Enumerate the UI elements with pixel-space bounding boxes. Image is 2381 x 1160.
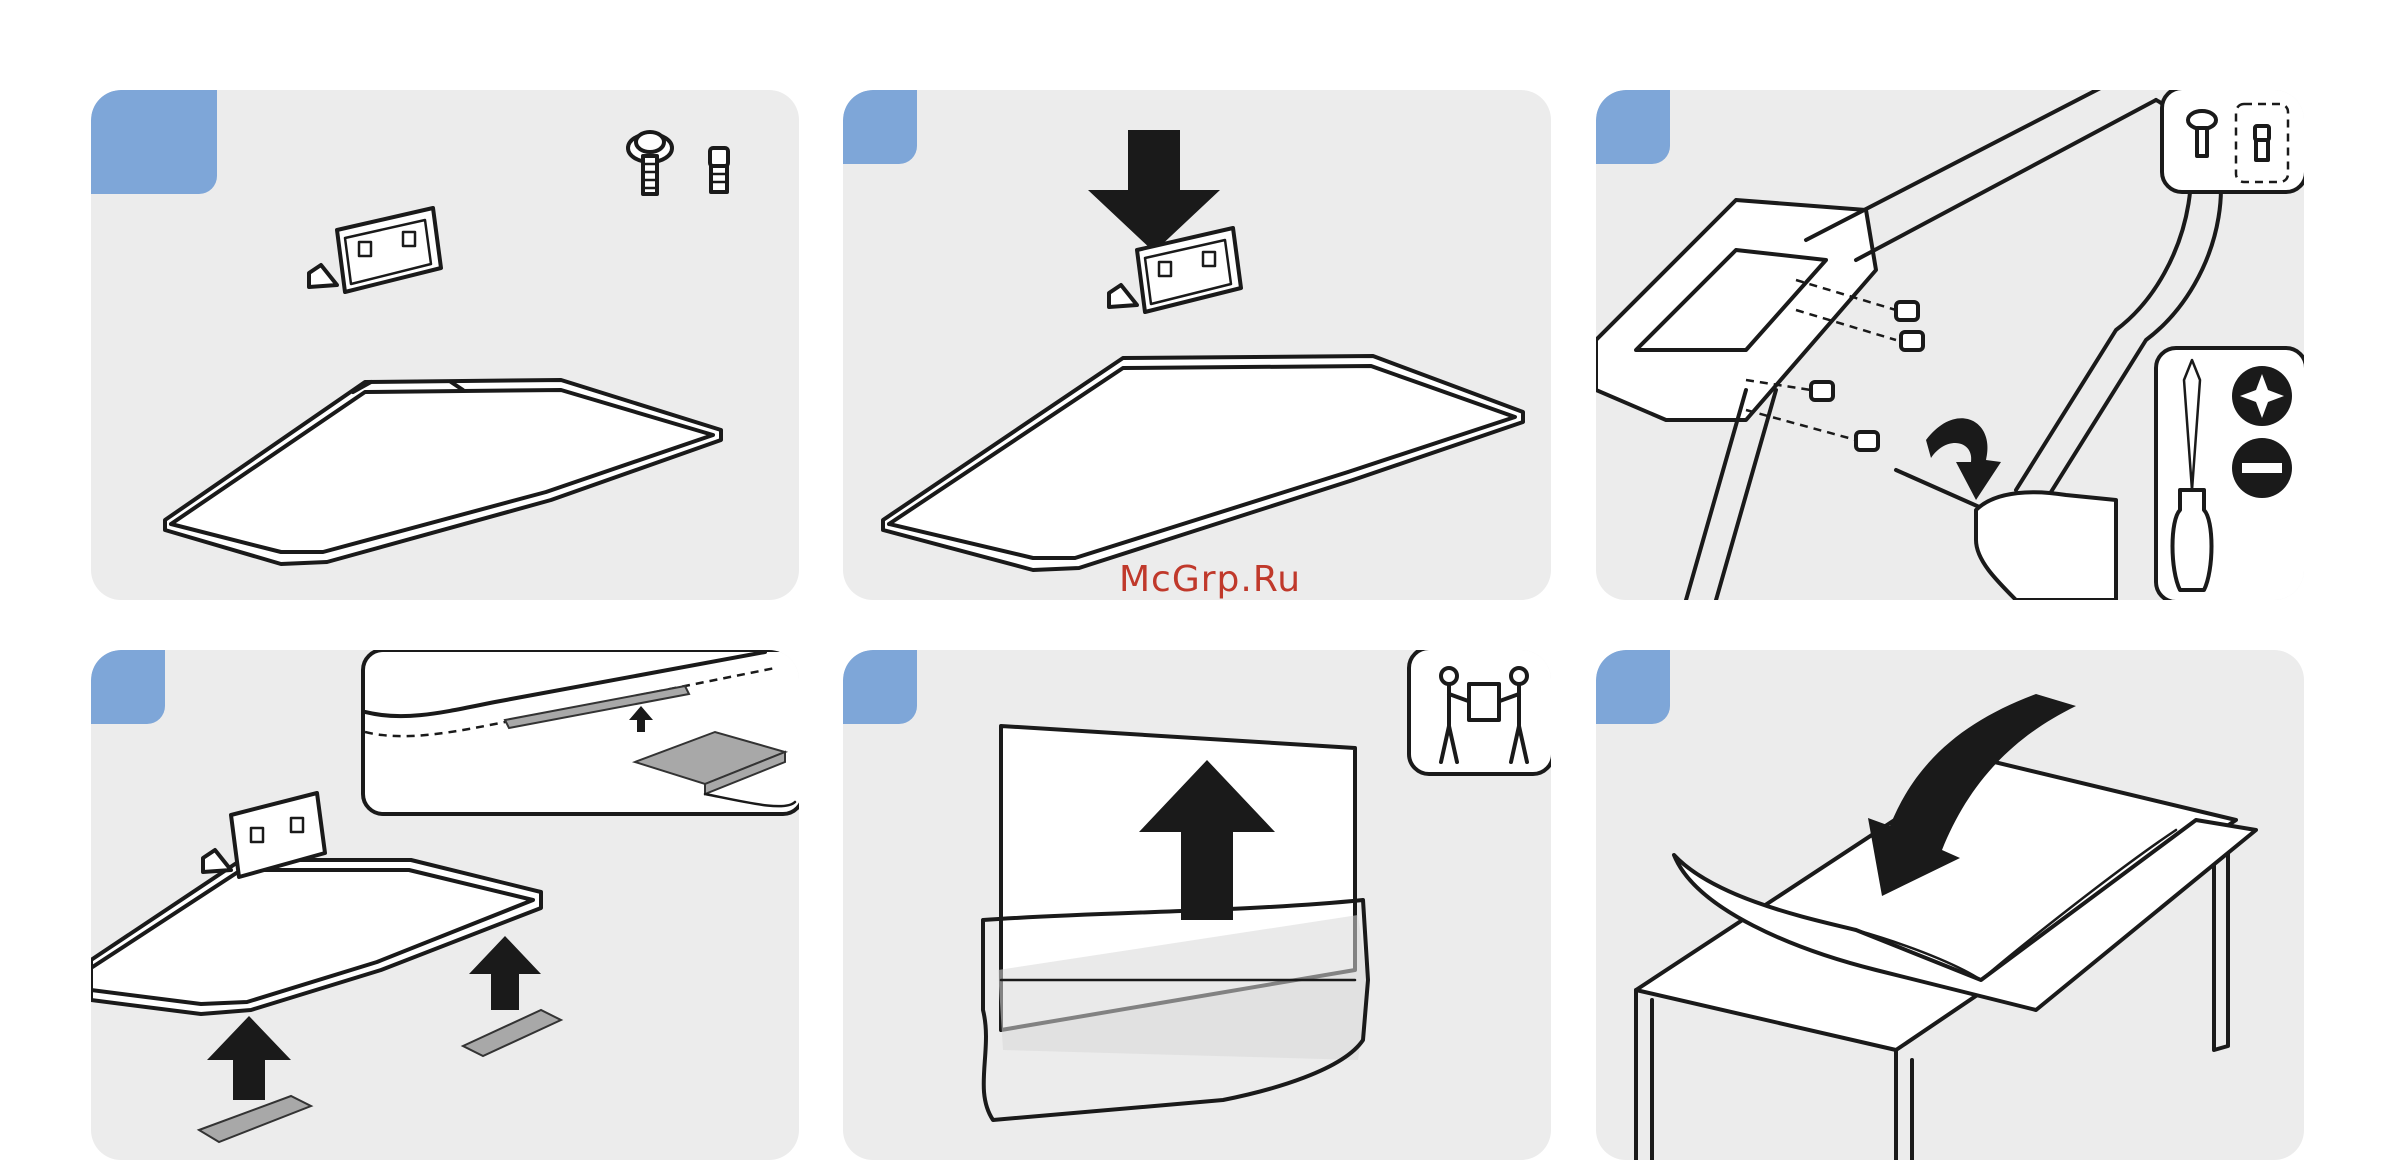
step-panel-2 — [843, 90, 1551, 600]
arrow-up-icon — [469, 936, 541, 1010]
pad-strip-icon — [463, 1010, 561, 1056]
stand-frame-icon — [883, 356, 1523, 570]
two-person-lift-icon — [1411, 650, 1551, 776]
pad-detail-box — [361, 650, 799, 816]
pad-detail-icon — [365, 652, 799, 816]
stand-frame-icon — [91, 860, 541, 1014]
bracket-icon — [1109, 228, 1241, 312]
lay-cloth-illustration — [1596, 650, 2304, 1160]
screwdriver-callout-box — [2154, 346, 2304, 600]
watermark: McGrp.Ru — [1100, 555, 1320, 605]
screw-callout-box — [2160, 90, 2304, 194]
stand-parts-illustration — [91, 90, 799, 600]
flat-head-icon — [2232, 438, 2292, 498]
step-panel-4 — [91, 650, 799, 1160]
screw-icon — [628, 132, 728, 194]
phillips-head-icon — [2232, 366, 2292, 426]
attach-bracket-illustration — [843, 90, 1551, 600]
phillips-screwdriver-icon — [2158, 350, 2304, 600]
screw-callout-icon — [2164, 90, 2304, 194]
step-panel-1 — [91, 90, 799, 600]
arrow-up-icon — [207, 1016, 291, 1100]
bracket-icon — [309, 208, 441, 292]
pad-strip-icon — [199, 1096, 311, 1142]
step-panel-6 — [1596, 650, 2304, 1160]
step-panel-3 — [1596, 90, 2304, 600]
stand-frame-icon — [165, 380, 721, 564]
step-panel-5 — [843, 650, 1551, 1160]
two-person-lift-box — [1407, 650, 1551, 776]
hand-icon — [1896, 470, 2116, 600]
